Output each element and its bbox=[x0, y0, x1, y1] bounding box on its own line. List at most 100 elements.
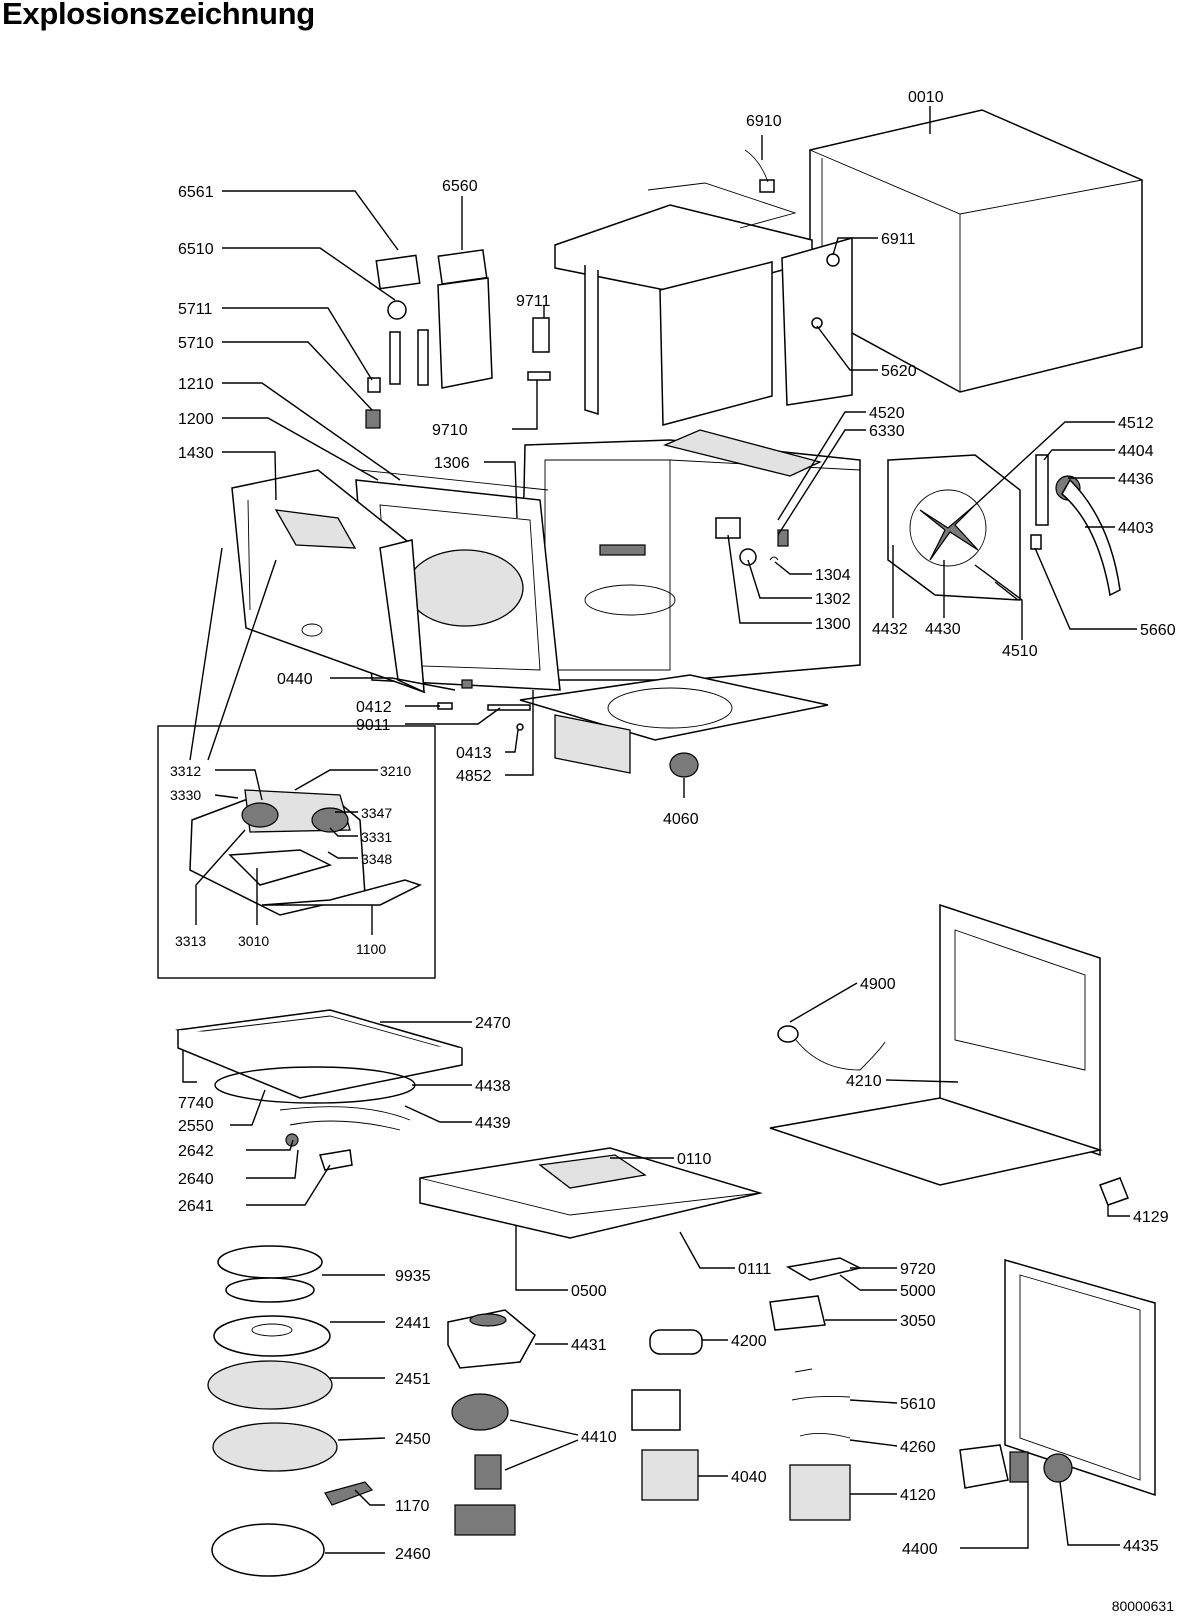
label-6910: 6910 bbox=[746, 113, 782, 130]
label-4852: 4852 bbox=[456, 768, 492, 785]
label-4129: 4129 bbox=[1133, 1209, 1169, 1226]
part-cavity-floor bbox=[519, 674, 829, 774]
label-1100: 1100 bbox=[356, 941, 386, 957]
label-7740: 7740 bbox=[178, 1095, 214, 1112]
label-0413: 0413 bbox=[456, 745, 492, 762]
label-1430: 1430 bbox=[178, 445, 214, 462]
label-6510: 6510 bbox=[178, 241, 214, 258]
label-0110: 0110 bbox=[677, 1151, 712, 1168]
document-number: 80000631 bbox=[1111, 1598, 1174, 1614]
label-9710: 9710 bbox=[432, 422, 468, 439]
label-4430: 4430 bbox=[925, 621, 961, 638]
label-4060: 4060 bbox=[663, 811, 699, 828]
part-turntable-motor bbox=[669, 752, 699, 778]
label-4439: 4439 bbox=[475, 1115, 511, 1132]
label-0111: 0111 bbox=[738, 1261, 771, 1278]
label-5711: 5711 bbox=[178, 301, 213, 318]
label-6560: 6560 bbox=[442, 178, 478, 195]
label-4410: 4410 bbox=[581, 1429, 617, 1446]
label-4436: 4436 bbox=[1118, 471, 1154, 488]
label-2460: 2460 bbox=[395, 1546, 431, 1563]
label-1170: 1170 bbox=[395, 1498, 430, 1515]
part-oven-cavity bbox=[519, 429, 861, 681]
label-5610: 5610 bbox=[900, 1396, 936, 1413]
label-4438: 4438 bbox=[475, 1078, 511, 1095]
label-9935: 9935 bbox=[395, 1268, 431, 1285]
part-accessories bbox=[207, 1245, 374, 1577]
label-3010: 3010 bbox=[238, 933, 269, 949]
part-sensor-6910 bbox=[744, 149, 775, 193]
label-9720: 9720 bbox=[900, 1261, 936, 1278]
label-4120: 4120 bbox=[900, 1487, 936, 1504]
label-1210: 1210 bbox=[178, 376, 214, 393]
label-4260: 4260 bbox=[900, 1439, 936, 1456]
label-2470: 2470 bbox=[475, 1015, 511, 1032]
label-4900: 4900 bbox=[860, 976, 896, 993]
label-5000: 5000 bbox=[900, 1283, 936, 1300]
label-3313: 3313 bbox=[175, 933, 206, 949]
label-3331: 3331 bbox=[361, 829, 392, 845]
label-4510: 4510 bbox=[1002, 643, 1038, 660]
part-switches bbox=[715, 517, 789, 566]
part-door-hardware bbox=[437, 679, 531, 731]
label-3050: 3050 bbox=[900, 1313, 936, 1330]
label-1304: 1304 bbox=[815, 567, 851, 584]
label-4400: 4400 bbox=[902, 1541, 938, 1558]
part-side-panel-left bbox=[659, 261, 773, 426]
label-0412: 0412 bbox=[356, 699, 392, 716]
label-6911: 6911 bbox=[881, 231, 916, 248]
label-0010: 0010 bbox=[908, 89, 944, 106]
part-rear-panel-upper bbox=[769, 903, 1103, 1186]
part-base-plate bbox=[419, 1147, 763, 1239]
label-4210: 4210 bbox=[846, 1073, 882, 1090]
part-convection-housing bbox=[887, 454, 1021, 601]
part-interlock-group bbox=[365, 249, 551, 429]
label-2451: 2451 bbox=[395, 1371, 431, 1388]
inset-control-panel bbox=[157, 725, 436, 979]
label-2642: 2642 bbox=[178, 1143, 214, 1160]
part-fan-components bbox=[447, 1309, 536, 1536]
label-4040: 4040 bbox=[731, 1469, 767, 1486]
part-heater-bracket bbox=[1030, 454, 1121, 597]
label-6561: 6561 bbox=[178, 184, 214, 201]
label-0440: 0440 bbox=[277, 671, 313, 688]
part-side-panel-right bbox=[781, 237, 853, 406]
part-4129 bbox=[1099, 1177, 1129, 1206]
leader-lines bbox=[182, 106, 1137, 1554]
part-labels: 0010 6910 6561 6560 6510 6911 5711 9711 … bbox=[170, 89, 1176, 1563]
label-1300: 1300 bbox=[815, 616, 851, 633]
part-electronics bbox=[769, 1257, 863, 1521]
label-4431: 4431 bbox=[571, 1337, 607, 1354]
label-3330: 3330 bbox=[170, 787, 201, 803]
parts-layer bbox=[157, 109, 1156, 1577]
label-1200: 1200 bbox=[178, 411, 214, 428]
label-1302: 1302 bbox=[815, 591, 851, 608]
label-2640: 2640 bbox=[178, 1171, 214, 1188]
label-4512: 4512 bbox=[1118, 415, 1154, 432]
label-3348: 3348 bbox=[361, 851, 392, 867]
label-2550: 2550 bbox=[178, 1118, 214, 1135]
label-0500: 0500 bbox=[571, 1283, 607, 1300]
label-5660: 5660 bbox=[1140, 622, 1176, 639]
label-9711: 9711 bbox=[516, 293, 551, 310]
part-rear-panel-lower bbox=[959, 1259, 1156, 1497]
label-3210: 3210 bbox=[380, 763, 411, 779]
label-4520: 4520 bbox=[869, 405, 905, 422]
label-3312: 3312 bbox=[170, 763, 201, 779]
page-title: Explosionszeichnung bbox=[2, 0, 315, 31]
label-4404: 4404 bbox=[1118, 443, 1154, 460]
part-tray bbox=[175, 1009, 463, 1099]
label-3347: 3347 bbox=[361, 805, 392, 821]
label-4435: 4435 bbox=[1123, 1538, 1159, 1555]
label-2641: 2641 bbox=[178, 1198, 214, 1215]
part-door-front bbox=[231, 469, 425, 694]
part-capacitor-and-transformer bbox=[631, 1329, 703, 1501]
label-5710: 5710 bbox=[178, 335, 214, 352]
label-9011: 9011 bbox=[356, 717, 391, 734]
label-4432: 4432 bbox=[872, 621, 908, 638]
label-1306: 1306 bbox=[434, 455, 470, 472]
label-2450: 2450 bbox=[395, 1431, 431, 1448]
label-5620: 5620 bbox=[881, 363, 917, 380]
label-2441: 2441 bbox=[395, 1315, 431, 1332]
